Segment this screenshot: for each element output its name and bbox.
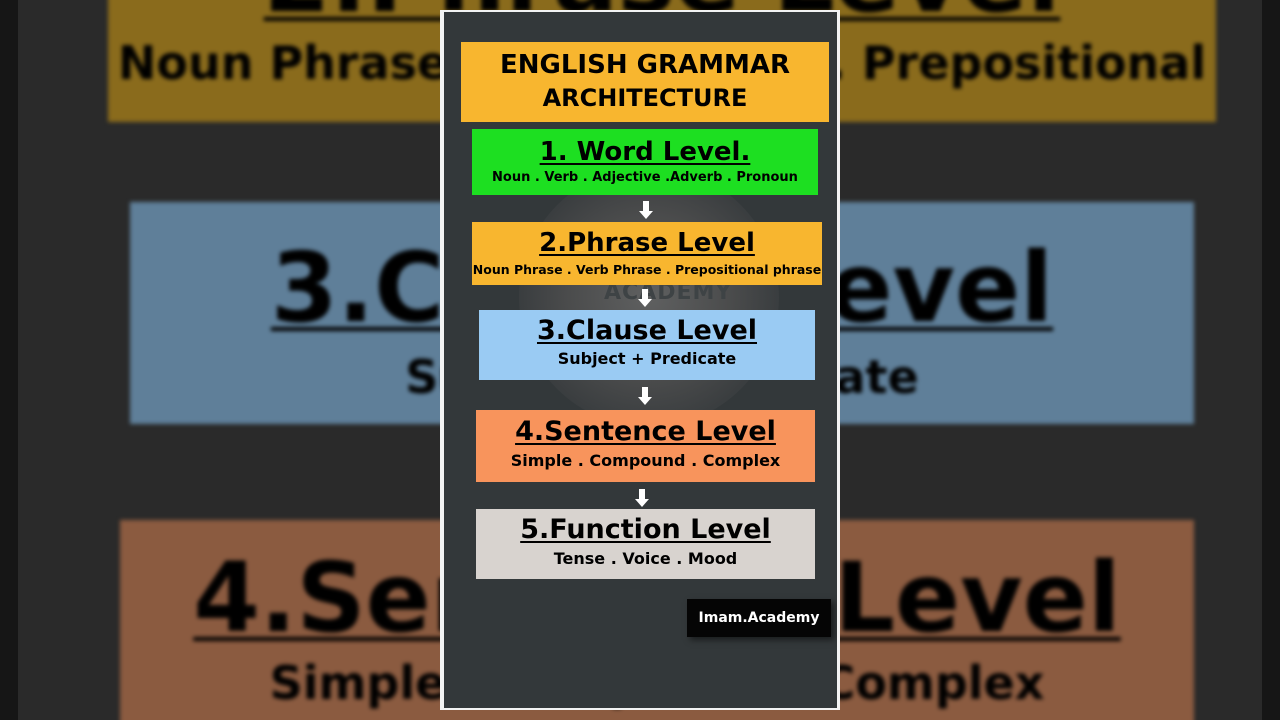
channel-watermark: Imam.Academy [687, 599, 831, 637]
infographic-panel[interactable]: ACADEMY ENGLISH GRAMMAR ARCHITECTURE 1. … [444, 12, 837, 708]
function-level-title: 5.Function Level [520, 514, 771, 545]
arrow-down-icon [635, 489, 649, 509]
academy-emblem-watermark [519, 167, 779, 427]
phrase-level-title: 2.Phrase Level [539, 228, 755, 258]
sentence-level-subtitle: Simple . Compound . Complex [510, 451, 781, 470]
clause-level-title: 3.Clause Level [536, 315, 758, 346]
word-level-box: 1. Word Level. Noun . Verb . Adjective .… [472, 129, 818, 195]
phrase-level-box: 2.Phrase Level Noun Phrase . Verb Phrase… [472, 222, 822, 285]
infographic-title-box: ENGLISH GRAMMAR ARCHITECTURE [461, 42, 829, 122]
clause-level-subtitle: Subject + Predicate [557, 349, 737, 368]
word-level-subtitle: Noun . Verb . Adjective .Adverb . Pronou… [492, 170, 798, 185]
function-level-box: 5.Function Level Tense . Voice . Mood [476, 509, 815, 579]
title-line-2: ARCHITECTURE [542, 84, 748, 112]
arrow-down-icon [638, 387, 652, 407]
sentence-level-box: 4.Sentence Level Simple . Compound . Com… [476, 410, 815, 482]
title-line-1: ENGLISH GRAMMAR [499, 50, 790, 80]
phrase-level-subtitle: Noun Phrase . Verb Phrase . Prepositiona… [472, 262, 822, 277]
arrow-down-icon [638, 289, 652, 309]
word-level-title: 1. Word Level. [539, 137, 751, 167]
sentence-level-title: 4.Sentence Level [515, 416, 776, 447]
arrow-down-icon [639, 201, 653, 221]
function-level-subtitle: Tense . Voice . Mood [553, 549, 738, 568]
clause-level-box: 3.Clause Level Subject + Predicate [479, 310, 815, 380]
